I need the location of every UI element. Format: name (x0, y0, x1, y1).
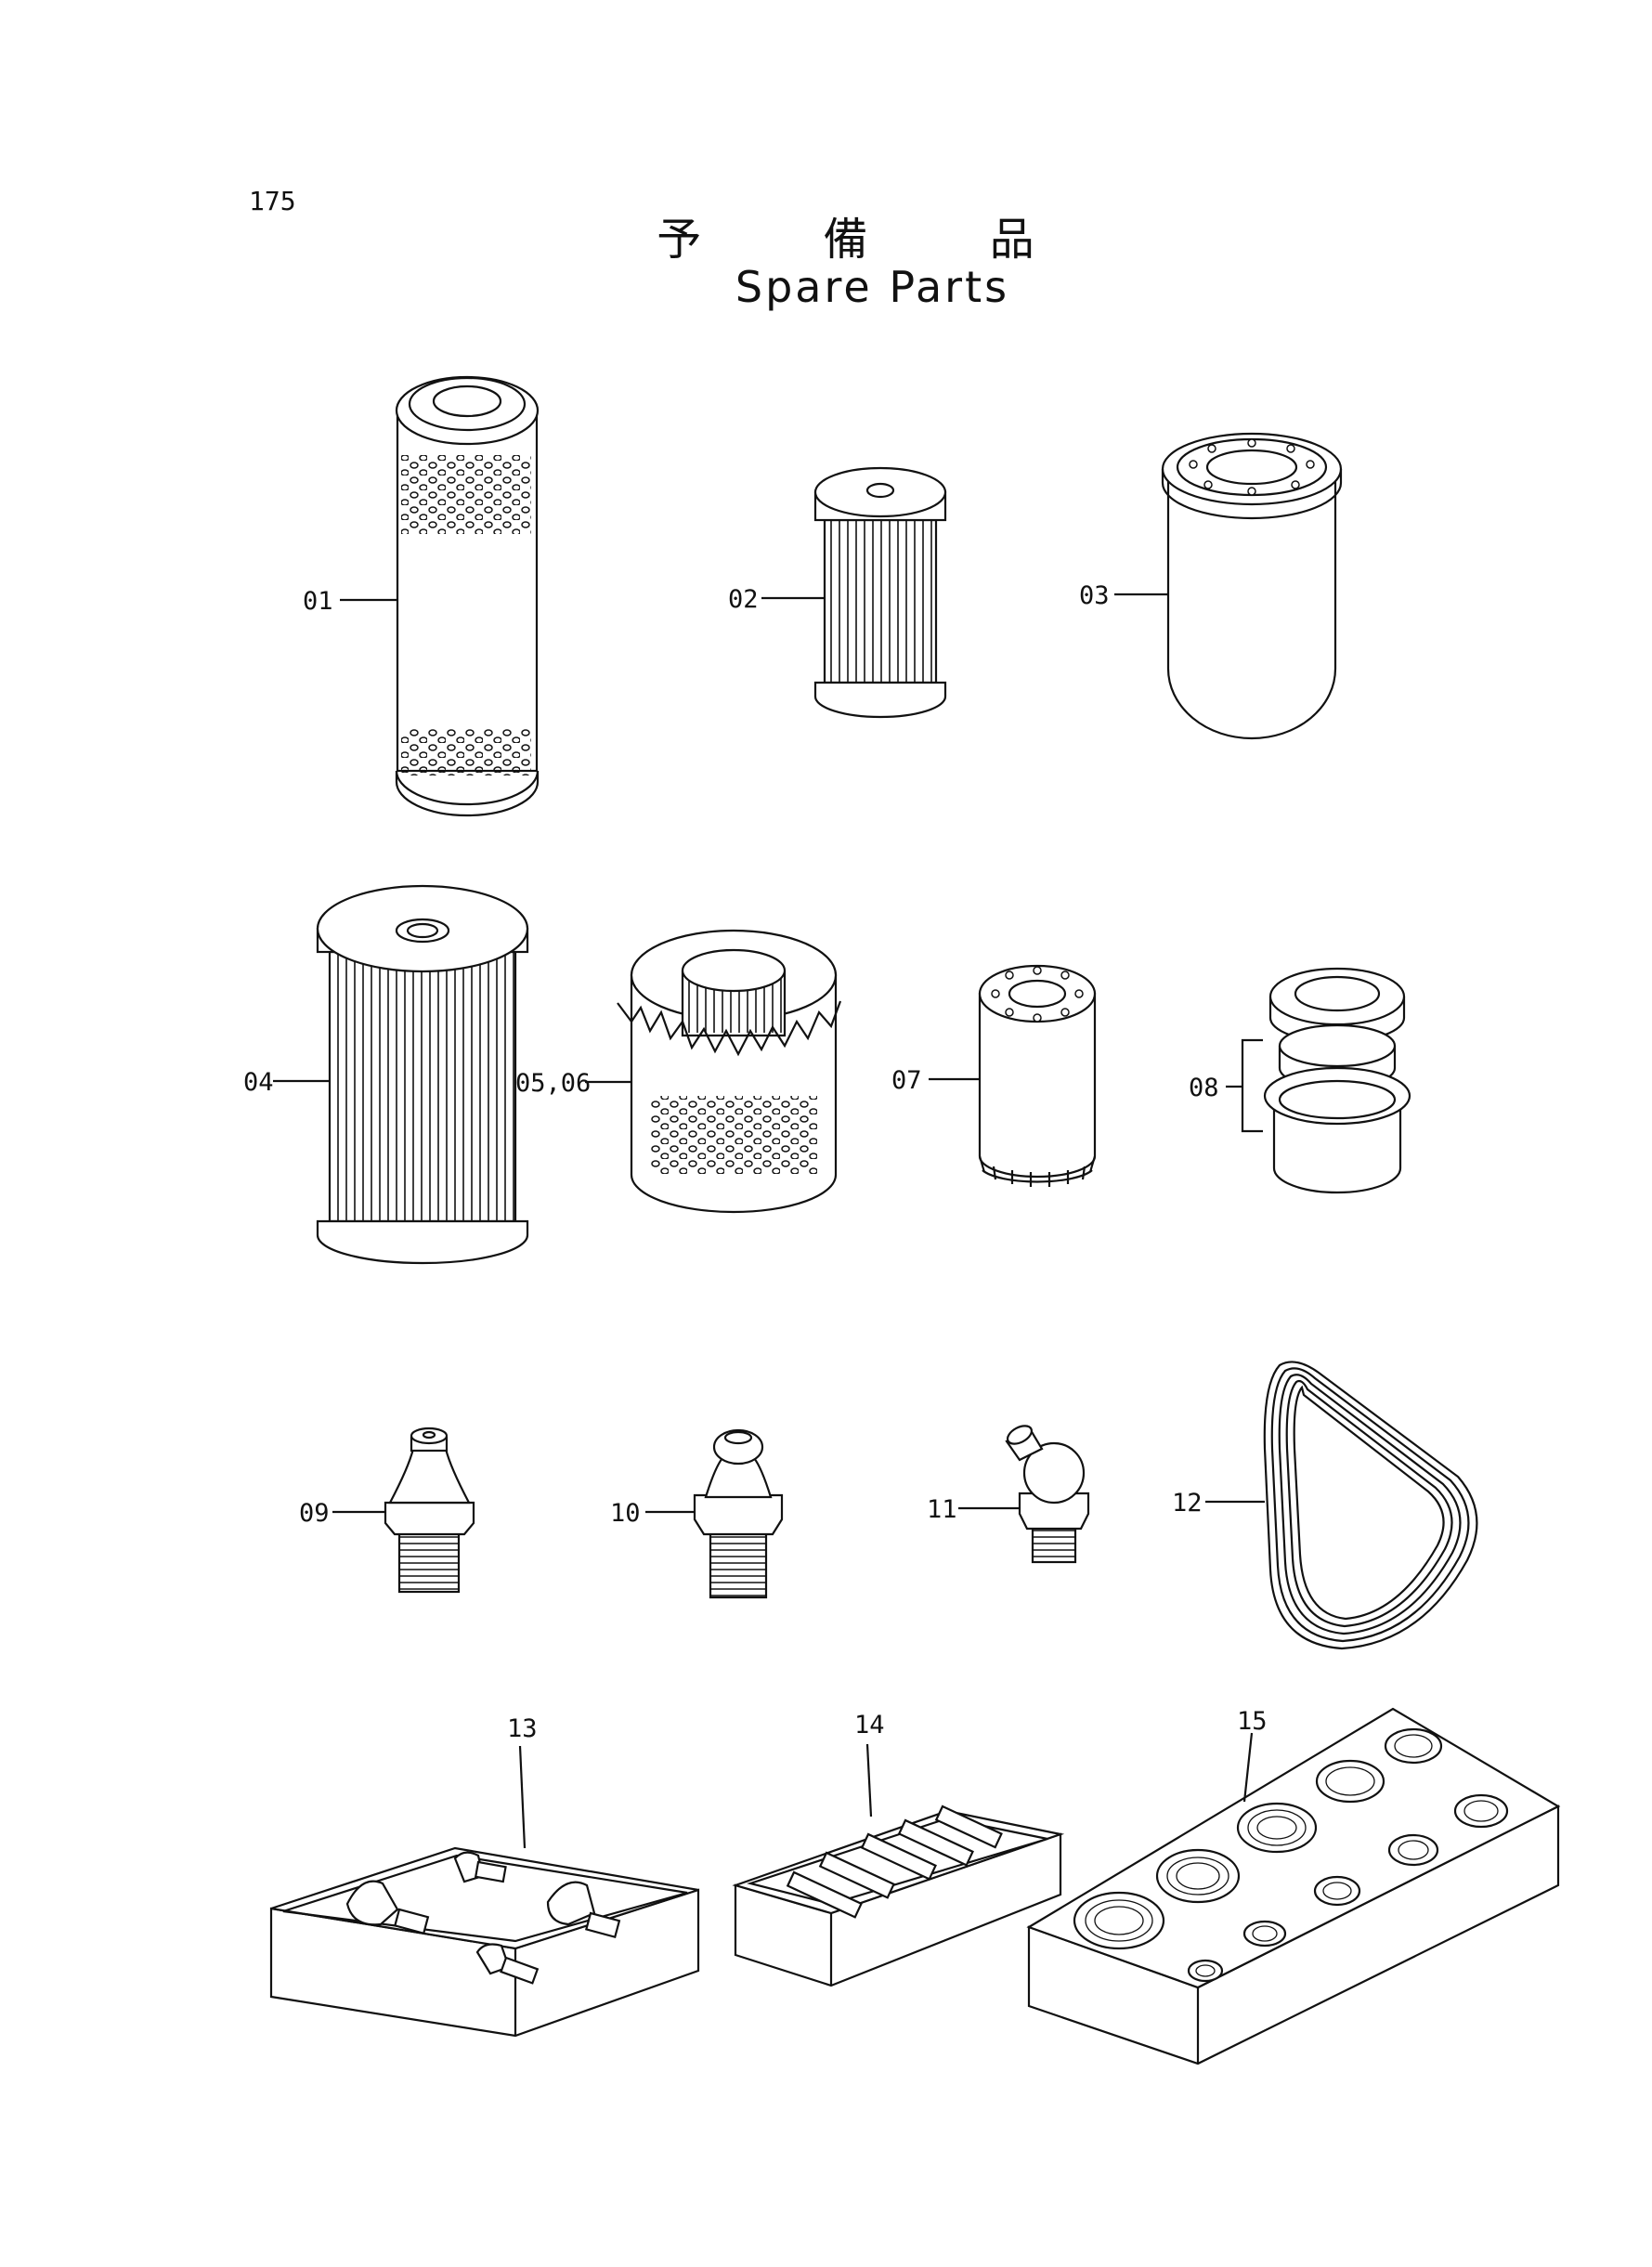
part-13-fitting-kit (269, 1846, 700, 2038)
part-12-v-belt (1263, 1361, 1478, 1650)
part-01-filter-element (395, 375, 540, 817)
callout-12: 12 (1172, 1489, 1203, 1518)
callout-15: 15 (1237, 1707, 1268, 1736)
callout-09: 09 (299, 1499, 330, 1528)
part-11-angled-grease-fitting (1005, 1425, 1090, 1564)
part-05-06-filter-element (617, 929, 842, 1214)
callout-11: 11 (927, 1495, 957, 1524)
callout-14: 14 (854, 1711, 885, 1739)
part-02-filter-element (813, 466, 947, 719)
callout-04: 04 (243, 1068, 274, 1097)
part-03-filter-element (1161, 432, 1343, 740)
part-08-cap-set (1263, 967, 1411, 1194)
part-15-plug-block (1026, 1707, 1561, 2065)
callout-05-06: 05,06 (515, 1069, 591, 1098)
callout-02: 02 (728, 585, 759, 614)
page-title-japanese: 予 備 品 (657, 214, 1088, 266)
callout-01: 01 (303, 587, 333, 616)
callout-03: 03 (1079, 581, 1110, 610)
part-07-oil-filter (978, 964, 1097, 1187)
callout-13: 13 (507, 1714, 538, 1743)
callout-07: 07 (891, 1066, 922, 1095)
part-10-grease-fitting (693, 1428, 784, 1599)
callout-08: 08 (1189, 1074, 1219, 1102)
part-04-filter-element (316, 884, 529, 1265)
callout-10: 10 (610, 1499, 641, 1528)
part-14-fuse-kit (732, 1804, 1065, 1987)
part-09-grease-fitting (384, 1427, 475, 1594)
page-title: Spare Parts (735, 262, 1010, 312)
page-number: 175 (249, 186, 296, 216)
